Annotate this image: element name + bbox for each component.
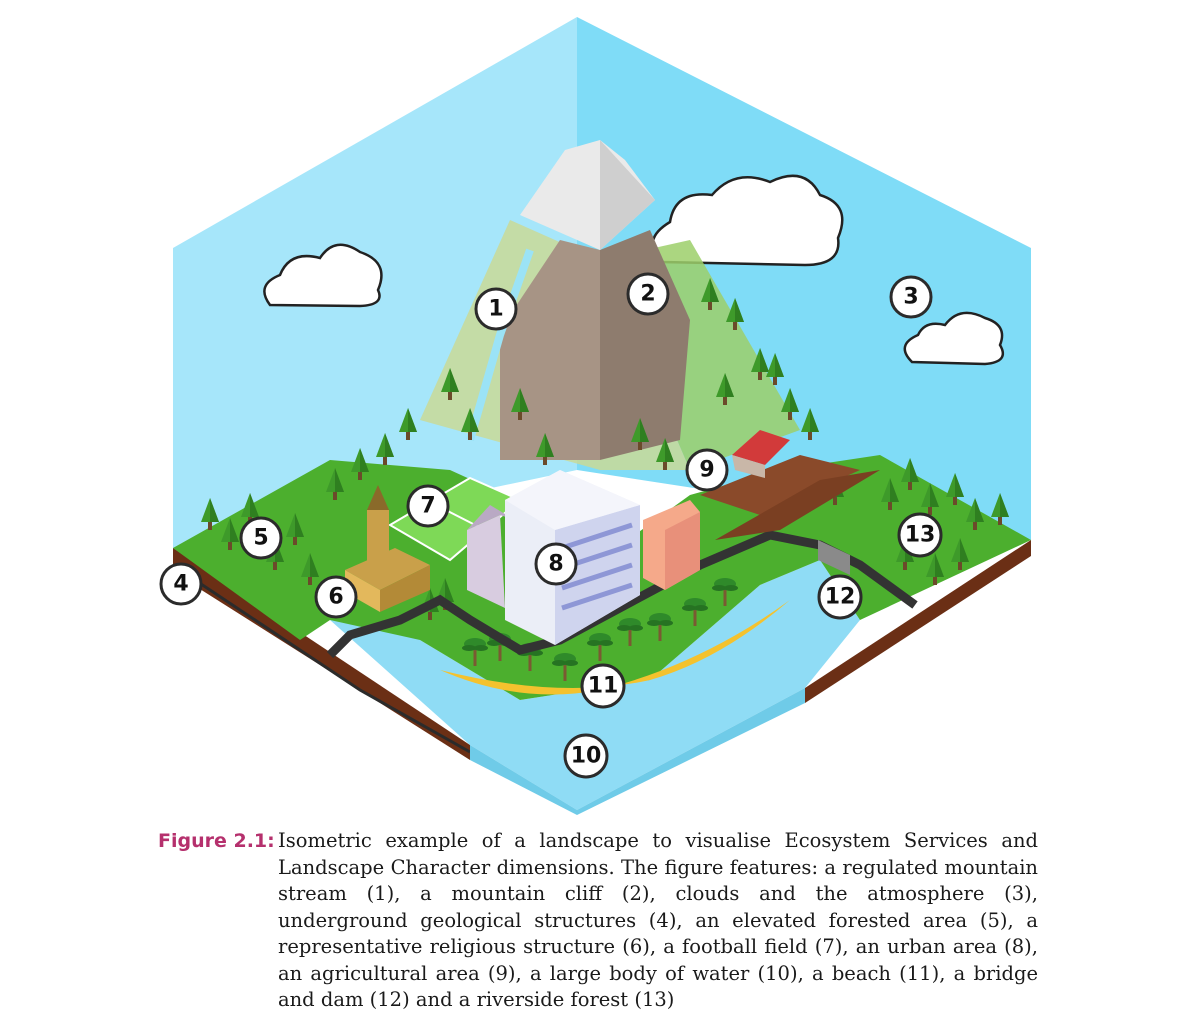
caption-label: Figure 2.1: (158, 830, 275, 852)
svg-text:6: 6 (328, 585, 343, 610)
church (345, 485, 430, 612)
svg-text:13: 13 (905, 523, 936, 548)
beach (440, 600, 790, 695)
svg-text:7: 7 (420, 494, 435, 519)
cloud-center (651, 174, 844, 267)
feature-markers: 1 2 3 4 5 6 7 8 9 10 11 12 13 (159, 272, 943, 779)
svg-text:5: 5 (253, 526, 268, 551)
marker-7: 7 (406, 484, 450, 528)
marker-4: 4 (159, 562, 203, 606)
svg-text:10: 10 (571, 744, 602, 769)
marker-8: 8 (534, 542, 578, 586)
cloud-right (903, 311, 1005, 366)
caption-text: Isometric example of a landscape to visu… (278, 829, 1038, 1011)
svg-text:4: 4 (173, 572, 188, 597)
marker-3: 3 (889, 275, 933, 319)
water-body (330, 560, 860, 815)
isometric-landscape-figure: 1 2 3 4 5 6 7 8 9 10 11 12 13 (159, 17, 1031, 815)
marker-11: 11 (580, 663, 626, 709)
cloud-left (263, 243, 383, 308)
marker-10: 10 (563, 733, 609, 779)
svg-text:1: 1 (488, 297, 503, 322)
marker-9: 9 (685, 448, 729, 492)
mountain (420, 140, 800, 470)
svg-text:2: 2 (640, 282, 655, 307)
marker-5: 5 (239, 516, 283, 560)
bridge-dam (818, 540, 850, 575)
marker-13: 13 (897, 512, 943, 558)
svg-text:11: 11 (588, 674, 619, 699)
svg-text:12: 12 (825, 585, 856, 610)
marker-6: 6 (314, 575, 358, 619)
svg-text:3: 3 (903, 285, 918, 310)
marker-1: 1 (474, 287, 518, 331)
farm (700, 430, 880, 540)
marker-2: 2 (626, 272, 670, 316)
marker-12: 12 (817, 574, 863, 620)
svg-text:9: 9 (699, 458, 714, 483)
svg-text:8: 8 (548, 552, 563, 577)
